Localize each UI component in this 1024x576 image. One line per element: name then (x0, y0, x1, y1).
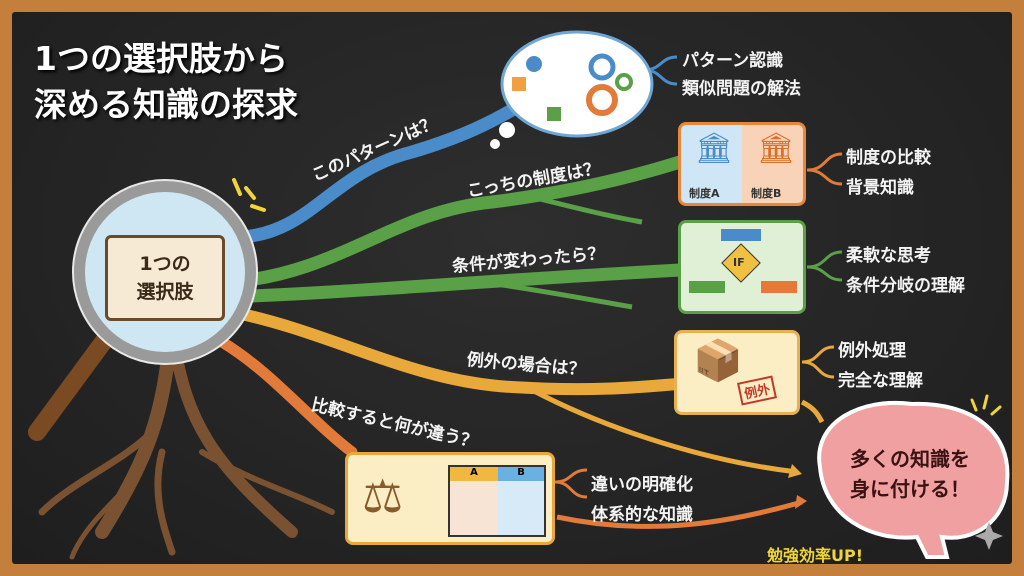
roots (38, 335, 335, 560)
box-icon: 📦 (693, 338, 743, 384)
branch-pattern (235, 100, 524, 244)
outcome-clarify-differences: 違いの明確化 (591, 475, 693, 495)
government-building-icon: 🏛 (695, 131, 734, 166)
branch-exception (226, 306, 683, 396)
goal-line-2: 身に付ける！ (850, 477, 970, 501)
comparison-table: A B (448, 465, 546, 537)
title-line-2: 深める知識の探求 (34, 85, 298, 124)
branch-condition (220, 263, 687, 304)
outcome-conditional: 条件分岐の理解 (846, 276, 965, 296)
branch-compare (216, 336, 358, 458)
comparison-card: ⚖ A B (345, 452, 555, 545)
goal-line-1: 多くの知識を (850, 447, 970, 471)
brain-icon (817, 400, 1010, 559)
sparkle-icon (232, 178, 266, 212)
exception-stamp: 例外 (737, 375, 778, 406)
column-b-header: B (498, 467, 544, 481)
page-title: 1つの選択肢から 深める知識の探求 (34, 36, 298, 128)
outcome-pattern-recognition: パターン認識 (682, 51, 784, 71)
court-building-icon: 🏛 (757, 131, 796, 166)
if-label: IF (733, 256, 745, 269)
flowchart-node (761, 281, 797, 293)
system-compare-card: 🏛 🏛 制度A 制度B (678, 122, 806, 206)
outcome-systematic: 体系的な知識 (591, 505, 693, 525)
flowchart-card: IF (678, 220, 806, 314)
flowchart-node (689, 281, 725, 293)
magnifier-handle (28, 328, 116, 441)
outcome-exception-handling: 例外処理 (838, 341, 906, 361)
center-line-2: 選択肢 (136, 281, 194, 303)
center-option-card: 1つの 選択肢 (105, 235, 225, 321)
system-b-label: 制度B (751, 187, 782, 200)
exception-card: 📦 例外 (674, 330, 800, 415)
column-a-header: A (450, 467, 498, 481)
branch-system (225, 155, 687, 289)
outcome-full-understanding: 完全な理解 (838, 371, 923, 391)
chalkboard: 1つの選択肢から 深める知識の探求 1つの 選択肢 このパターンは？ こっちの制… (12, 12, 1012, 564)
outcome-similar-problems: 類似問題の解法 (682, 79, 801, 99)
outcome-flexible-thinking: 柔軟な思考 (846, 246, 931, 266)
star-icon (975, 522, 1003, 550)
outcome-system-compare: 制度の比較 (846, 148, 931, 168)
thought-cloud-icon (490, 30, 654, 149)
center-line-1: 1つの (139, 253, 191, 275)
title-line-1: 1つの選択肢から (34, 39, 288, 78)
outcome-background: 背景知識 (846, 178, 914, 198)
goal-text: 多くの知識を 身に付ける！ (830, 444, 990, 504)
tagline: 勉強効率UP! (767, 546, 864, 564)
scale-icon: ⚖ (362, 469, 404, 523)
system-a-label: 制度A (689, 187, 720, 200)
flowchart-node (721, 229, 761, 241)
